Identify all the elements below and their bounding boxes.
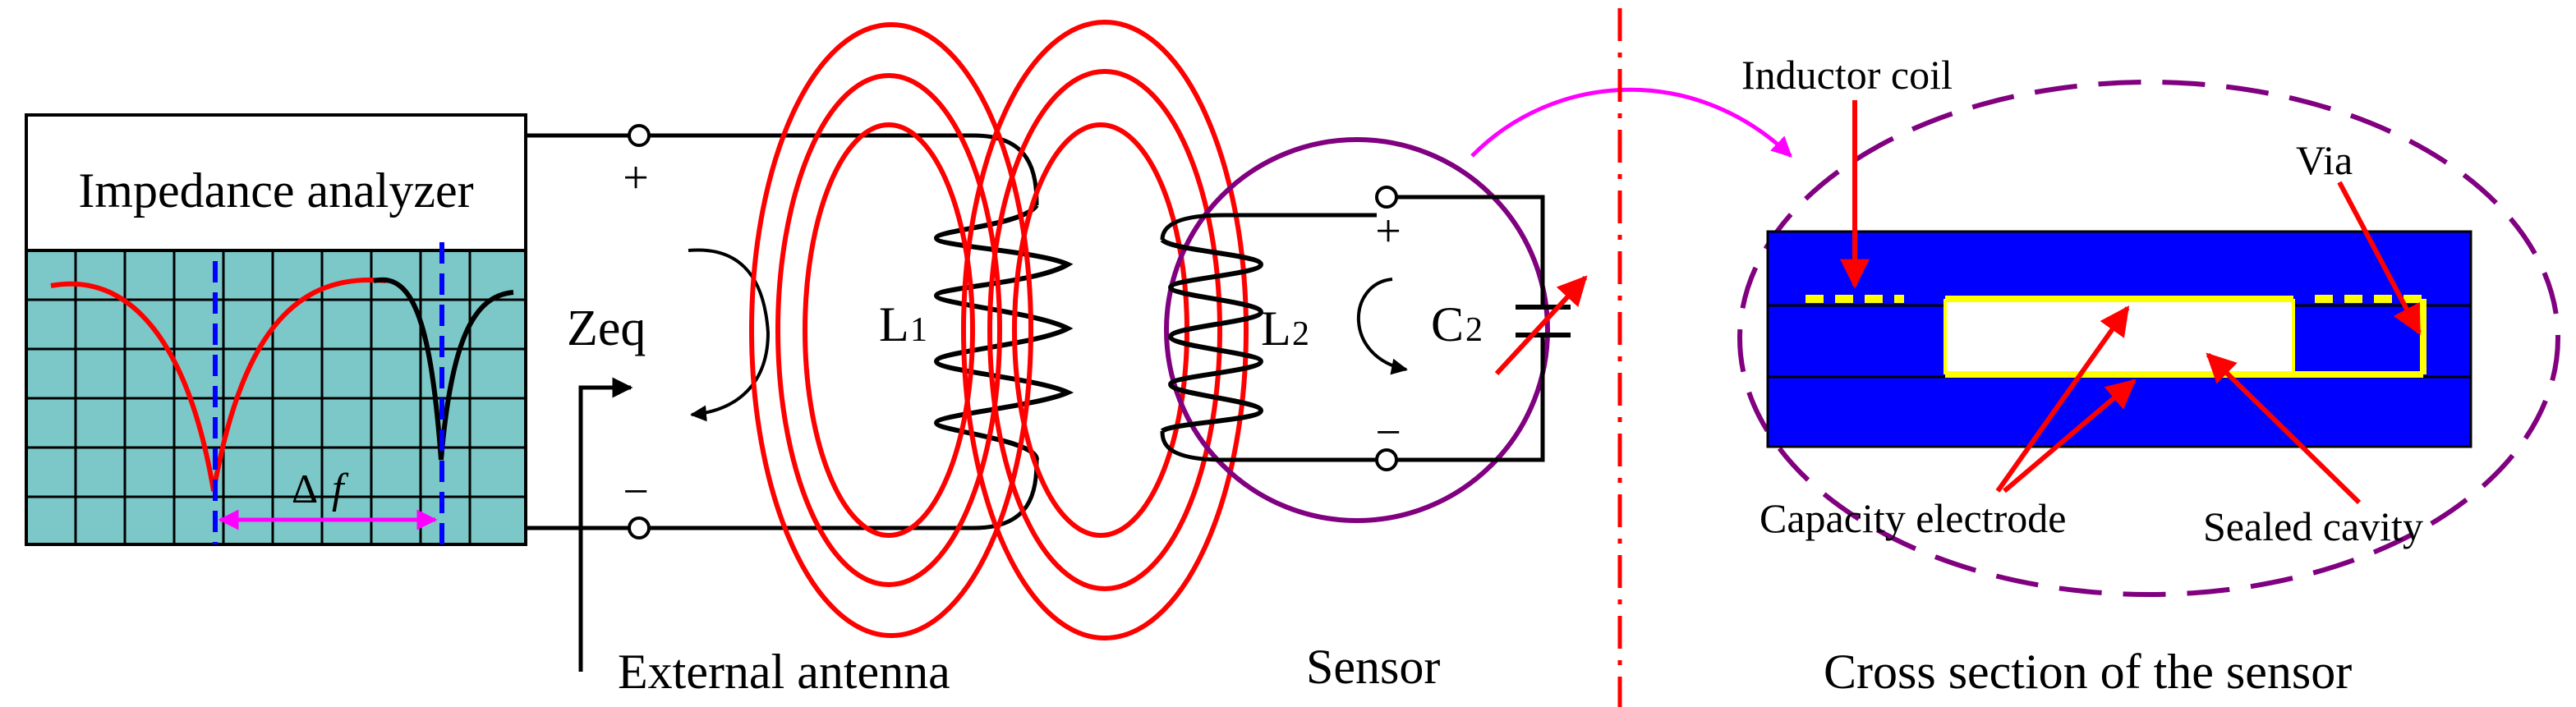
variable-capacitor-arrow <box>1494 275 1588 376</box>
electrode-pointer-bottom <box>2003 379 2137 494</box>
magnetic-field-lines <box>749 20 1249 640</box>
terminal-top <box>628 124 651 147</box>
field-line-2 <box>775 73 1002 587</box>
sensor-terminal-bottom <box>1375 448 1398 471</box>
external-antenna-caption: External antenna <box>618 645 950 699</box>
sensor-wire-bottom <box>1160 430 1377 462</box>
field-line-3 <box>749 22 1033 638</box>
sensor-wire-right-bottom <box>1396 335 1545 462</box>
zoom-ellipse <box>1737 80 2560 597</box>
sealed-cavity-label: Sealed cavity <box>2203 503 2423 549</box>
via-pointer <box>2337 181 2422 336</box>
L2-subscript: 2 <box>1292 315 1309 353</box>
field-line-5 <box>987 69 1222 591</box>
L1-subscript: 1 <box>910 311 927 349</box>
C2-label: C <box>1431 297 1464 351</box>
impedance-analyzer: Impedance analyzer Δ f <box>25 113 527 546</box>
capacity-electrode-label: Capacity electrode <box>1760 495 2066 541</box>
minus-sign-sensor: − <box>1375 407 1401 458</box>
cross-section-caption: Cross section of the sensor <box>1824 645 2352 699</box>
sensor-boundary-circle <box>1164 137 1550 523</box>
sensor-circuit: L 2 + − C 2 <box>1160 87 1792 523</box>
inductor-L2 <box>1160 237 1264 434</box>
via-label: Via <box>2296 137 2353 183</box>
electrode-pointer-top <box>1995 305 2130 493</box>
sealed-cavity-pointer <box>2206 352 2362 505</box>
field-line-6 <box>961 20 1249 640</box>
field-line-1 <box>803 122 975 538</box>
sensor-terminal-top <box>1375 186 1398 209</box>
sensor-circulation-arrow <box>1356 278 1408 375</box>
analyzer-title: Impedance analyzer <box>78 163 473 218</box>
inductor-coil-label: Inductor coil <box>1741 52 1953 98</box>
sealed-cavity <box>1945 301 2293 372</box>
sensor-caption: Sensor <box>1306 640 1440 694</box>
delta-f-symbol: Δ <box>292 466 318 512</box>
resonance-curve-black <box>373 277 514 461</box>
antenna-pointer-arrow <box>578 377 633 672</box>
plus-sign-sensor: + <box>1375 206 1401 257</box>
sensor-wire-right-top <box>1396 195 1545 307</box>
minus-sign-antenna: − <box>623 466 649 517</box>
terminal-bottom <box>628 516 651 539</box>
screen-grid <box>26 250 526 544</box>
cross-section: Inductor coil Via Capacity electrode Sea… <box>1737 52 2560 597</box>
L1-label: L <box>879 297 909 351</box>
inductor-L1 <box>933 203 1074 461</box>
L2-label: L <box>1261 301 1291 356</box>
sensor-wire-top-left <box>1160 213 1225 241</box>
zeq-circulation-arrow <box>688 248 770 422</box>
field-line-4 <box>1012 122 1189 538</box>
C2-subscript: 2 <box>1465 311 1483 349</box>
zeq-label: Zeq <box>567 301 646 356</box>
zoom-arrow <box>1470 87 1792 158</box>
plus-sign-antenna: + <box>623 153 649 204</box>
